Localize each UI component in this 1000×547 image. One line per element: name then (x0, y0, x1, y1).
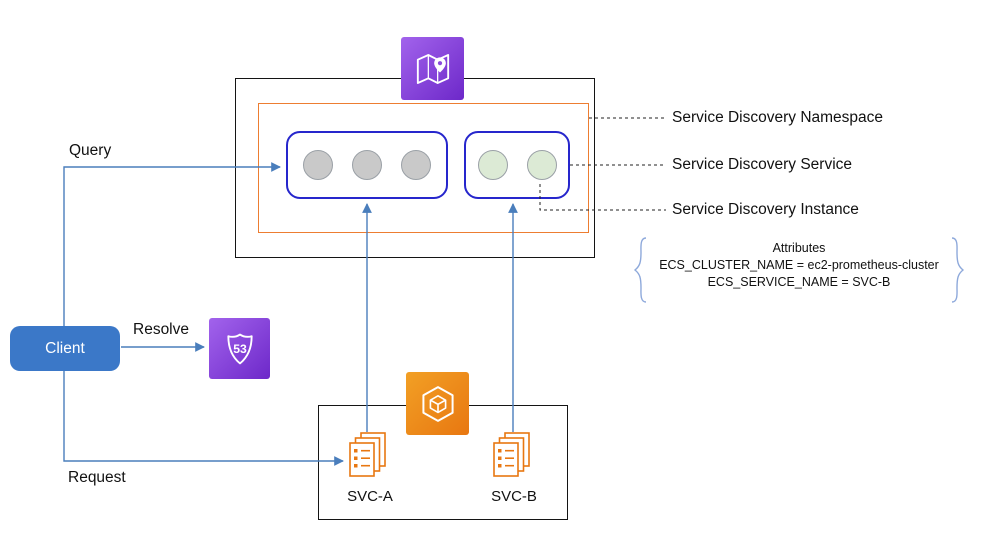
attribute-line: ECS_SERVICE_NAME = SVC-B (707, 275, 891, 289)
attributes-title: Attributes (772, 241, 826, 255)
task-stack-glyph (493, 432, 530, 477)
task-icon-svc-a (348, 431, 388, 477)
cloud-map-icon (401, 37, 464, 100)
route-53-number: 53 (233, 341, 247, 355)
instance-dot (352, 150, 382, 180)
instance-dot (477, 150, 508, 180)
resolve-label: Resolve (133, 321, 189, 338)
route-53-icon: 53 (209, 318, 270, 379)
instance-dot (303, 150, 333, 180)
callout-namespace: Service Discovery Namespace (672, 109, 884, 126)
callout-instance: Service Discovery Instance (672, 201, 859, 218)
request-arrow (63, 371, 344, 466)
service-box-a (286, 131, 448, 199)
svc-b-label: SVC-B (491, 488, 537, 505)
route-shield-glyph: 53 (226, 333, 253, 364)
task-icon-svc-b (492, 431, 532, 477)
request-label: Request (68, 469, 126, 486)
ecs-hexagon-glyph (421, 385, 454, 422)
attributes-brace-left (633, 237, 647, 303)
query-label: Query (69, 142, 112, 159)
svc-a-label: SVC-A (347, 488, 393, 505)
map-glyph (416, 53, 449, 84)
client-box: Client (10, 326, 120, 371)
attributes-block: Attributes ECS_CLUSTER_NAME = ec2-promet… (648, 240, 950, 291)
ecs-icon (406, 372, 469, 435)
instance-dot (526, 150, 557, 180)
task-stack-glyph (349, 432, 386, 477)
attributes-brace-right (951, 237, 965, 303)
instance-dot (401, 150, 431, 180)
service-box-b (464, 131, 570, 199)
callout-service: Service Discovery Service (672, 156, 853, 173)
attribute-line: ECS_CLUSTER_NAME = ec2-prometheus-cluste… (659, 258, 939, 272)
